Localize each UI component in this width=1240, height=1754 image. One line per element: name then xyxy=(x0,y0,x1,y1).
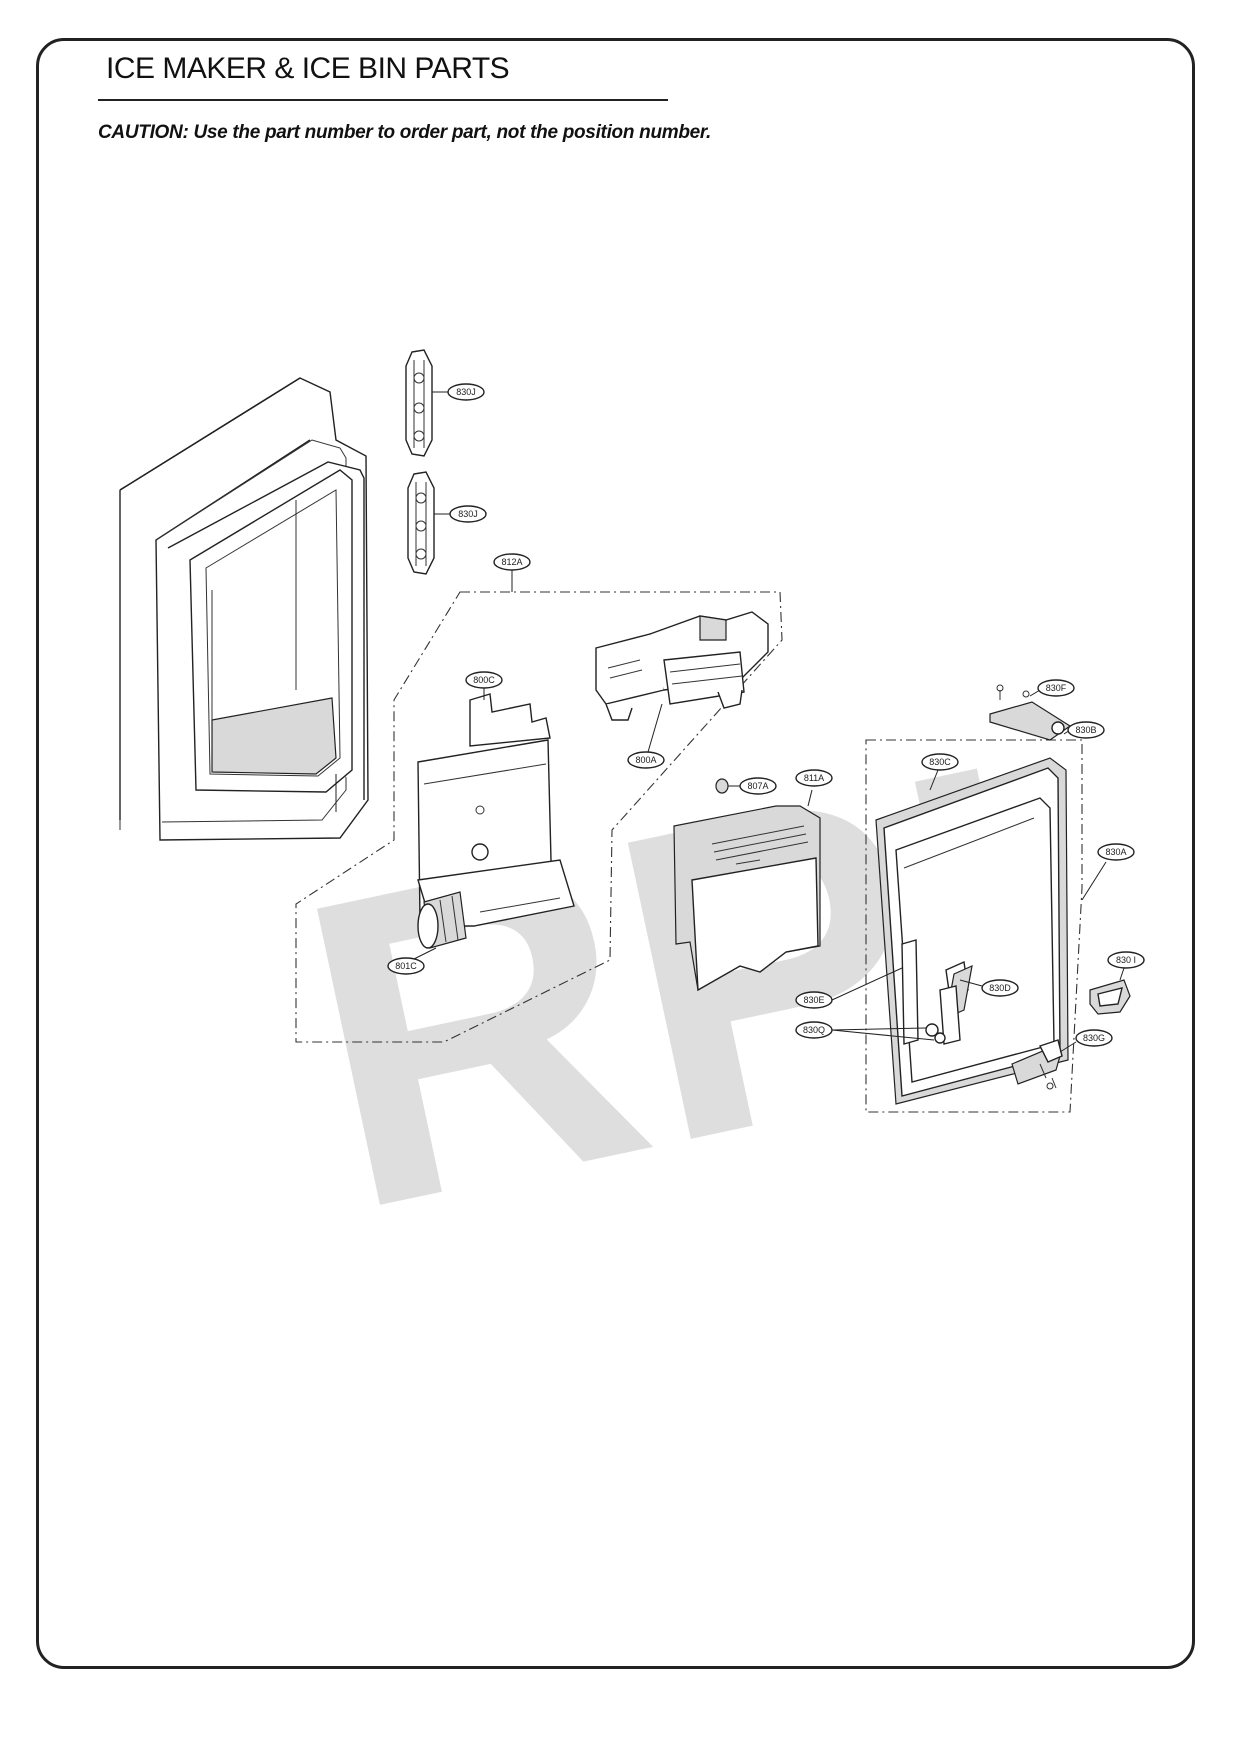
callout-800c: 800C xyxy=(473,675,495,685)
callout-830c: 830C xyxy=(929,757,951,767)
callout-830j-top: 830J xyxy=(456,387,476,397)
cap-830j-top: 830J xyxy=(405,349,485,457)
small-knob: 807A xyxy=(715,777,777,795)
ice-maker-unit: 800A xyxy=(595,611,769,769)
door-assembly-boundary: 830A xyxy=(865,739,1135,1113)
ice-maker-assembly-boundary: 812A xyxy=(295,553,783,1043)
callout-800a: 800A xyxy=(635,755,656,765)
callout-830a: 830A xyxy=(1105,847,1126,857)
callout-830g: 830G xyxy=(1083,1033,1105,1043)
callout-830b: 830B xyxy=(1075,725,1096,735)
ice-maker-bracket: 800C xyxy=(417,671,575,927)
callout-830q: 830Q xyxy=(803,1025,825,1035)
caution-note: CAUTION: Use the part number to order pa… xyxy=(98,122,711,143)
callout-830d: 830D xyxy=(989,983,1011,993)
ice-compartment-liner xyxy=(119,377,369,841)
door-clip: 830 I xyxy=(1089,951,1145,1015)
callout-830i: 830 I xyxy=(1116,955,1136,965)
callout-807a: 807A xyxy=(747,781,768,791)
page-title: ICE MAKER & ICE BIN PARTS xyxy=(106,52,510,85)
top-hinge: 830F 830B xyxy=(989,679,1105,741)
title-underline xyxy=(98,99,668,101)
auger-motor: 801C xyxy=(387,891,467,975)
callout-801c: 801C xyxy=(395,961,417,971)
ice-maker-cover: 811A xyxy=(673,769,833,992)
callout-830j-bottom: 830J xyxy=(458,509,478,519)
page-frame xyxy=(36,38,1195,1669)
callout-830e: 830E xyxy=(803,995,824,1005)
callout-830f: 830F xyxy=(1046,683,1067,693)
callout-811a: 811A xyxy=(804,773,824,783)
callout-812a: 812A xyxy=(501,557,522,567)
cap-830j-bottom: 830J xyxy=(407,471,487,575)
bottom-hinge: 830G xyxy=(1011,1029,1113,1090)
door-handle-hardware: 830D 830E 830Q xyxy=(795,939,1019,1045)
ice-bin-door: 830C xyxy=(875,753,1069,1105)
